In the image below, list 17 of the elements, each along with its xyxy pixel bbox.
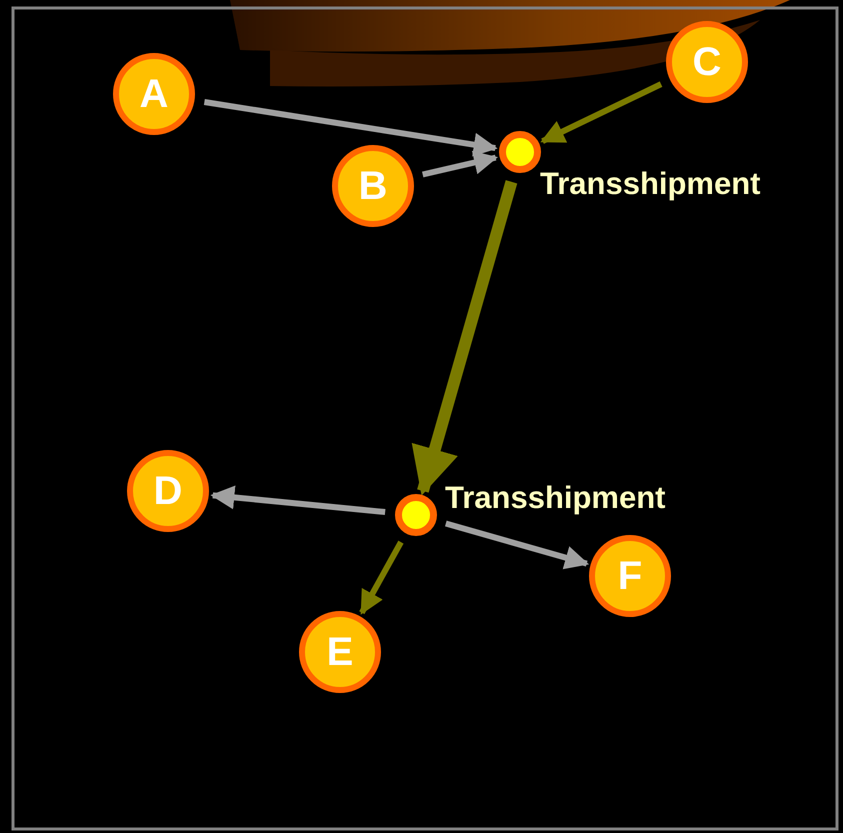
arrow [445, 520, 590, 570]
hub-label: Transshipment [445, 480, 666, 516]
arrow [412, 180, 518, 496]
node-label: A [140, 72, 168, 116]
node-label: D [154, 468, 182, 514]
hub-label: Transshipment [540, 166, 760, 202]
node-label: E [326, 630, 354, 674]
hub-circle [499, 131, 541, 173]
node-label: B [358, 164, 388, 208]
node-label: F [618, 554, 642, 598]
arrow [540, 81, 662, 144]
arrow [359, 540, 404, 615]
hub-circle [395, 494, 437, 536]
node-label: C [692, 40, 722, 84]
arrow [204, 99, 498, 157]
arrow [422, 150, 498, 178]
arrow [210, 485, 386, 515]
